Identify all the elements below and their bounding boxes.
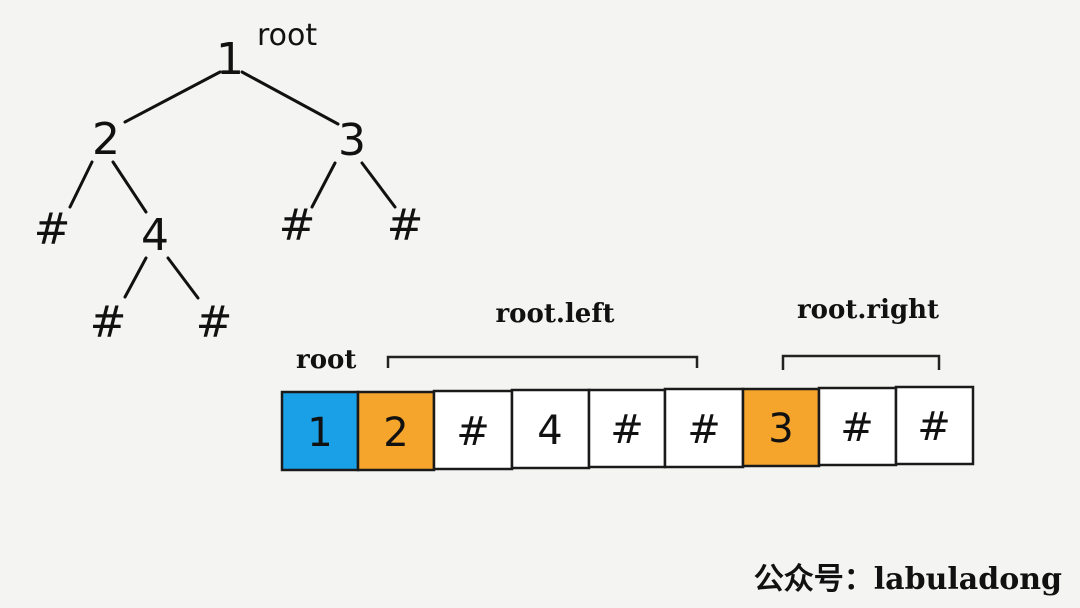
edge-3-null-left bbox=[310, 161, 337, 209]
edge-1-2 bbox=[123, 70, 222, 124]
array-cell: # bbox=[663, 387, 745, 469]
array-cell-value: # bbox=[840, 405, 874, 451]
edge-4-null-left bbox=[123, 256, 148, 299]
array-cell-value: 1 bbox=[307, 410, 332, 456]
array-cell: 3 bbox=[741, 387, 821, 468]
tree-node-1: 1 bbox=[216, 34, 244, 85]
tree-null-4-left: # bbox=[90, 297, 127, 348]
array-cell-box bbox=[432, 389, 514, 471]
tree-null-2-left: # bbox=[34, 204, 71, 255]
tree-root-label: root bbox=[257, 18, 317, 53]
root-left-bracket bbox=[386, 355, 699, 368]
array-cell-value: 3 bbox=[768, 406, 793, 452]
array-cell: 1 bbox=[280, 390, 360, 472]
array-cell-value: # bbox=[687, 407, 721, 453]
edge-1-3 bbox=[240, 70, 340, 126]
tree-node-3: 3 bbox=[338, 115, 366, 166]
tree-null-3-left: # bbox=[279, 200, 316, 251]
array-cell-value: # bbox=[456, 409, 490, 455]
serialized-array: 1 2 # 4 # # 3 # bbox=[280, 385, 975, 472]
tree-edges bbox=[68, 70, 397, 300]
tree-node-2: 2 bbox=[92, 114, 120, 165]
array-cell: 4 bbox=[510, 388, 591, 470]
root-right-bracket bbox=[781, 354, 941, 370]
edge-3-null-right bbox=[360, 161, 397, 209]
array-left-label: root.left bbox=[495, 299, 614, 329]
array-root-label: root bbox=[296, 345, 356, 375]
array-cell: # bbox=[817, 386, 898, 467]
array-cell: 2 bbox=[356, 390, 436, 472]
edge-4-null-right bbox=[166, 256, 200, 300]
array-right-label: root.right bbox=[797, 295, 939, 325]
array-cell: # bbox=[894, 385, 975, 466]
watermark-text: 公众号：labuladong bbox=[754, 562, 1062, 597]
array-cell-value: 2 bbox=[383, 410, 408, 456]
array-cell-box bbox=[894, 385, 975, 466]
array-cell-value: 4 bbox=[537, 408, 562, 454]
edge-2-null bbox=[68, 160, 94, 209]
tree-null-4-right: # bbox=[196, 297, 233, 348]
tree-null-3-right: # bbox=[387, 200, 424, 251]
tree: root 1 2 3 4 # # # # # bbox=[34, 18, 424, 348]
array-cell-box bbox=[356, 390, 436, 472]
array-cell: # bbox=[587, 388, 667, 469]
edge-2-4 bbox=[111, 160, 148, 214]
array-cell-value: # bbox=[610, 407, 644, 453]
array-annotations: root root.left root.right bbox=[296, 295, 941, 375]
watermark: 公众号：labuladong bbox=[754, 562, 1062, 597]
array-cell: # bbox=[432, 389, 514, 471]
array-cell-value: # bbox=[917, 404, 951, 450]
tree-node-4: 4 bbox=[141, 210, 169, 261]
